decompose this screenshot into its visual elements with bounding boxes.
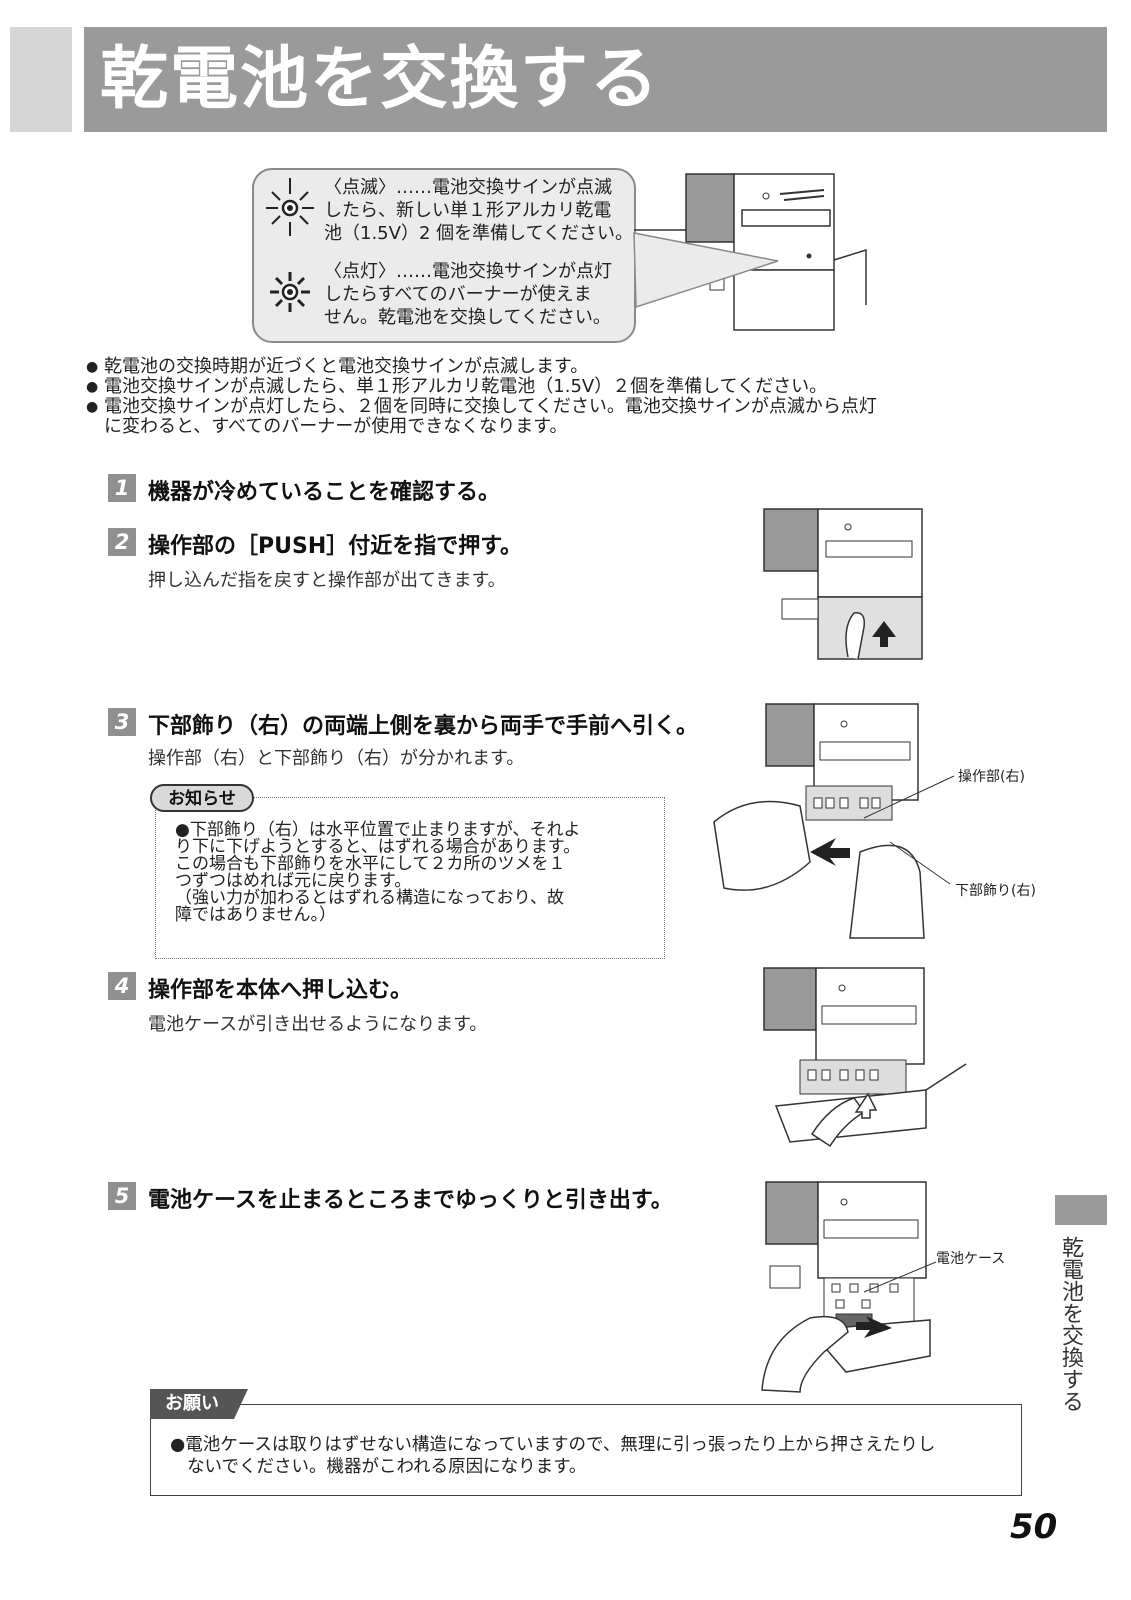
blink-sign-icon — [266, 178, 314, 236]
notice-tag: お知らせ — [150, 784, 254, 812]
push-panel-illustration — [763, 508, 923, 660]
step-number: 3 — [108, 708, 136, 736]
notice-line: （強い力が加わるとはずれる構造になっており、故 — [175, 888, 564, 908]
page-number: 50 — [1010, 1507, 1058, 1547]
callout-line: したらすべてのバーナーが使えま — [324, 284, 592, 305]
callout-line: 〈点滅〉……電池交換サインが点滅 — [324, 177, 612, 198]
request-line: ないでください。機器がこわれる原因になります。 — [187, 1457, 587, 1477]
callout-line: したら、新しい単１形アルカリ乾電 — [324, 200, 612, 221]
battery-label-leader — [863, 1261, 937, 1293]
callout-pointer — [633, 232, 779, 309]
step-title: 操作部の［PUSH］付近を指で押す。 — [148, 534, 523, 559]
request-text: ●電池ケースは取りはずせない構造になっていますので、無理に引っ張ったり上から押さ… — [170, 1434, 1010, 1478]
sign-callout — [252, 168, 636, 343]
bullet-item: 電池交換サインが点滅したら、単１形アルカリ乾電池（1.5V）２個を準備してくださ… — [86, 377, 1046, 398]
step-description: 電池ケースが引き出せるようになります。 — [148, 1014, 488, 1035]
label-control-right: 操作部(右) — [958, 769, 1025, 785]
request-tag-tail — [234, 1389, 248, 1419]
bullet-continuation: に変わると、すべてのバーナーが使用できなくなります。 — [104, 416, 568, 437]
step-number: 1 — [108, 474, 136, 502]
step-number: 4 — [108, 972, 136, 1000]
step-title: 電池ケースを止まるところまでゆっくりと引き出す。 — [148, 1188, 673, 1213]
callout-line: 池（1.5V）2 個を準備してください。 — [324, 223, 634, 244]
pull-trim-illustration — [713, 703, 925, 939]
header-band — [84, 27, 1107, 132]
battery-case-illustration — [761, 1181, 931, 1393]
bullet-item: 電池交換サインが点灯したら、２個を同時に交換してください。電池交換サインが点滅か… — [86, 397, 1046, 418]
lit-description: 〈点灯〉……電池交換サインが点灯 したらすべてのバーナーが使えま せん。乾電池を… — [324, 260, 630, 329]
callout-line: せん。乾電池を交換してください。 — [324, 307, 611, 328]
page-title: 乾電池を交換する — [100, 40, 661, 119]
step-title: 機器が冷めていることを確認する。 — [148, 480, 501, 505]
request-tag: お願い — [150, 1389, 234, 1419]
request-line: ●電池ケースは取りはずせない構造になっていますので、無理に引っ張ったり上から押さ… — [170, 1435, 936, 1455]
request-box — [150, 1404, 1022, 1496]
intro-bullets: 乾電池の交換時期が近づくと電池交換サインが点滅します。 電池交換サインが点滅した… — [86, 357, 1046, 437]
notice-line: つずつはめれば元に戻ります。 — [175, 871, 412, 891]
callout-line: 〈点灯〉……電池交換サインが点灯 — [324, 261, 612, 282]
step-number: 5 — [108, 1182, 136, 1210]
blink-description: 〈点滅〉……電池交換サインが点滅 したら、新しい単１形アルカリ乾電 池（1.5V… — [324, 176, 634, 245]
step-description: 操作部（右）と下部飾り（右）が分かれます。 — [148, 748, 525, 769]
step-title: 操作部を本体へ押し込む。 — [148, 978, 413, 1003]
step-description: 押し込んだ指を戻すと操作部が出てきます。 — [148, 570, 506, 591]
notice-text: ●下部飾り（右）は水平位置で止まりますが、それよ り下に下げようとすると、はずれ… — [175, 822, 653, 924]
notice-line: ●下部飾り（右）は水平位置で止まりますが、それよ — [175, 820, 581, 840]
bullet-item: 乾電池の交換時期が近づくと電池交換サインが点滅します。 — [86, 357, 1046, 378]
notice-line: この場合も下部飾りを水平にして２カ所のツメを１ — [175, 854, 566, 874]
step-title: 下部飾り（右）の両端上側を裏から両手で手前へ引く。 — [148, 714, 699, 739]
side-tab-marker — [1055, 1195, 1107, 1225]
push-in-illustration — [763, 967, 967, 1148]
label-leader-lines — [863, 775, 955, 885]
header-side-block — [10, 27, 72, 132]
notice-line: 障ではありません。） — [175, 905, 336, 925]
side-tab-label: 乾電池を交換する — [1058, 1236, 1083, 1412]
label-lower-trim-right: 下部飾り(右) — [955, 883, 1036, 899]
lit-sign-icon — [270, 272, 310, 312]
label-battery-case: 電池ケース — [936, 1251, 1006, 1267]
notice-line: り下に下げようとすると、はずれる場合があります。 — [175, 837, 581, 857]
step-number: 2 — [108, 528, 136, 556]
notice-box — [155, 797, 665, 959]
